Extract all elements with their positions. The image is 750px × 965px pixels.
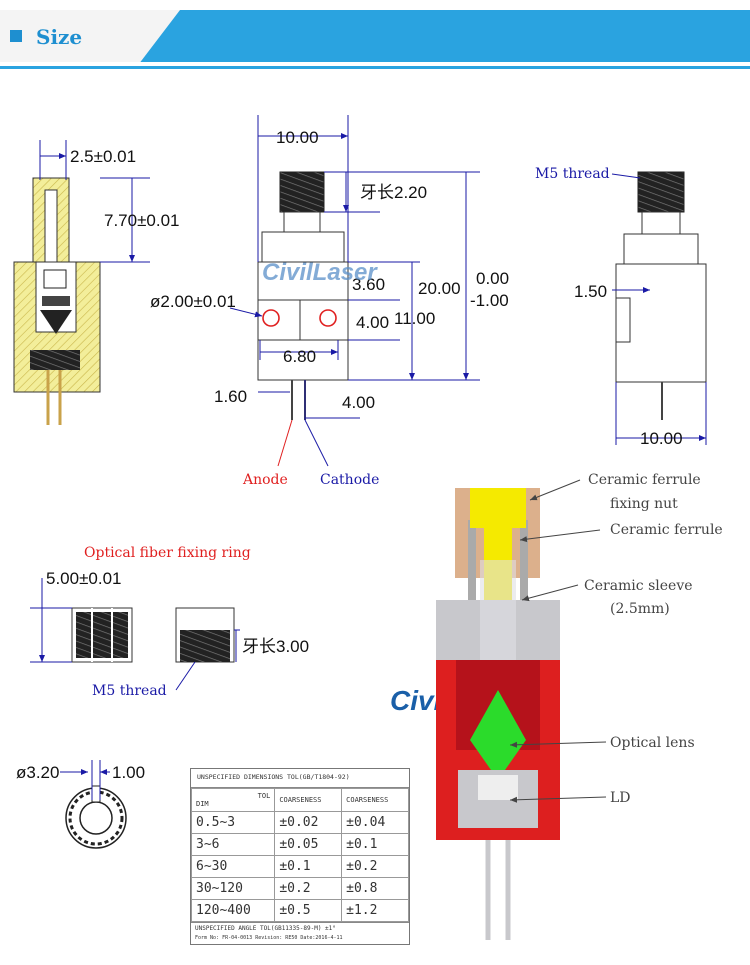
dim-1-00: 1.00 [112,763,145,782]
cross-section-drawing [13,140,150,425]
dim-tol-plus: 0.00 [476,269,509,288]
ld-label: LD [610,790,631,806]
sleeve-label-1: Ceramic sleeve [584,578,693,594]
table-row: 120~400±0.5±1.2 [190,899,409,922]
fixing-ring-drawing [30,578,240,691]
section-title: Size [36,25,83,49]
header-underline [0,66,750,69]
table-header-col2: COARSENESS [341,788,409,812]
table-caption: UNSPECIFIED DIMENSIONS TOL(GB/T1804-92) [191,769,409,788]
square-icon [10,30,22,42]
table-footer: UNSPECIFIED ANGLE TOL(GB11335-89-M) ±1° [191,922,409,934]
dim-10-top: 10.00 [276,128,319,147]
dim-11-00: 11.00 [394,309,435,328]
table-header-dim: TOL DIM [190,788,276,812]
table-row: 0.5~3±0.02±0.04 [190,811,409,834]
table-row: 3~6±0.05±0.1 [190,833,409,856]
ferrule-nut-label-1: Ceramic ferrule [588,472,701,488]
dim-thread-length-ring: 牙长3.00 [242,637,309,656]
dim-1-50: 1.50 [574,282,607,301]
dim-3-60: 3.60 [352,275,385,294]
assembly-cross-section [436,479,607,940]
table-row: 30~120±0.2±0.8 [190,877,409,900]
fixing-ring-label: Optical fiber fixing ring [84,545,251,561]
lens-label: Optical lens [610,735,695,751]
dim-thread-length: 牙长2.20 [360,183,427,202]
dim-3-20: ø3.20 [16,763,59,782]
dim-4-00a: 4.00 [356,313,389,332]
ferrule-label: Ceramic ferrule [610,522,723,538]
dim-tol-minus: -1.00 [470,291,509,310]
dim-2-00: ø2.00±0.01 [150,292,236,311]
dim-1-60: 1.60 [214,387,247,406]
sleeve-label-2: (2.5mm) [610,601,670,617]
watermark-top: CivilLaser [262,259,378,286]
dim-10-side: 10.00 [640,429,683,448]
tolerance-table: UNSPECIFIED DIMENSIONS TOL(GB/T1804-92) … [190,768,410,945]
table-header-col1: COARSENESS [274,788,343,812]
dim-5-00: 5.00±0.01 [46,569,122,588]
table-row: 6~30±0.1±0.2 [190,855,409,878]
front-view-drawing [229,115,480,467]
m5-thread-label-ring: M5 thread [92,683,167,699]
dim-4-00b: 4.00 [342,393,375,412]
dim-20-00: 20.00 [418,279,461,298]
anode-label: Anode [242,472,288,488]
ring-end-view [60,760,127,849]
table-form-no: Form No: FR-04-0013 Revision: RE50 Date:… [195,935,343,941]
dim-2-5: 2.5±0.01 [70,147,136,166]
side-view-drawing [611,171,707,445]
section-header: Size [0,0,750,72]
cathode-label: Cathode [320,472,379,488]
dim-7-70: 7.70±0.01 [104,211,180,230]
ferrule-nut-label-2: fixing nut [610,496,678,512]
m5-thread-label-top: M5 thread [535,166,610,182]
dim-6-80: 6.80 [283,347,316,366]
